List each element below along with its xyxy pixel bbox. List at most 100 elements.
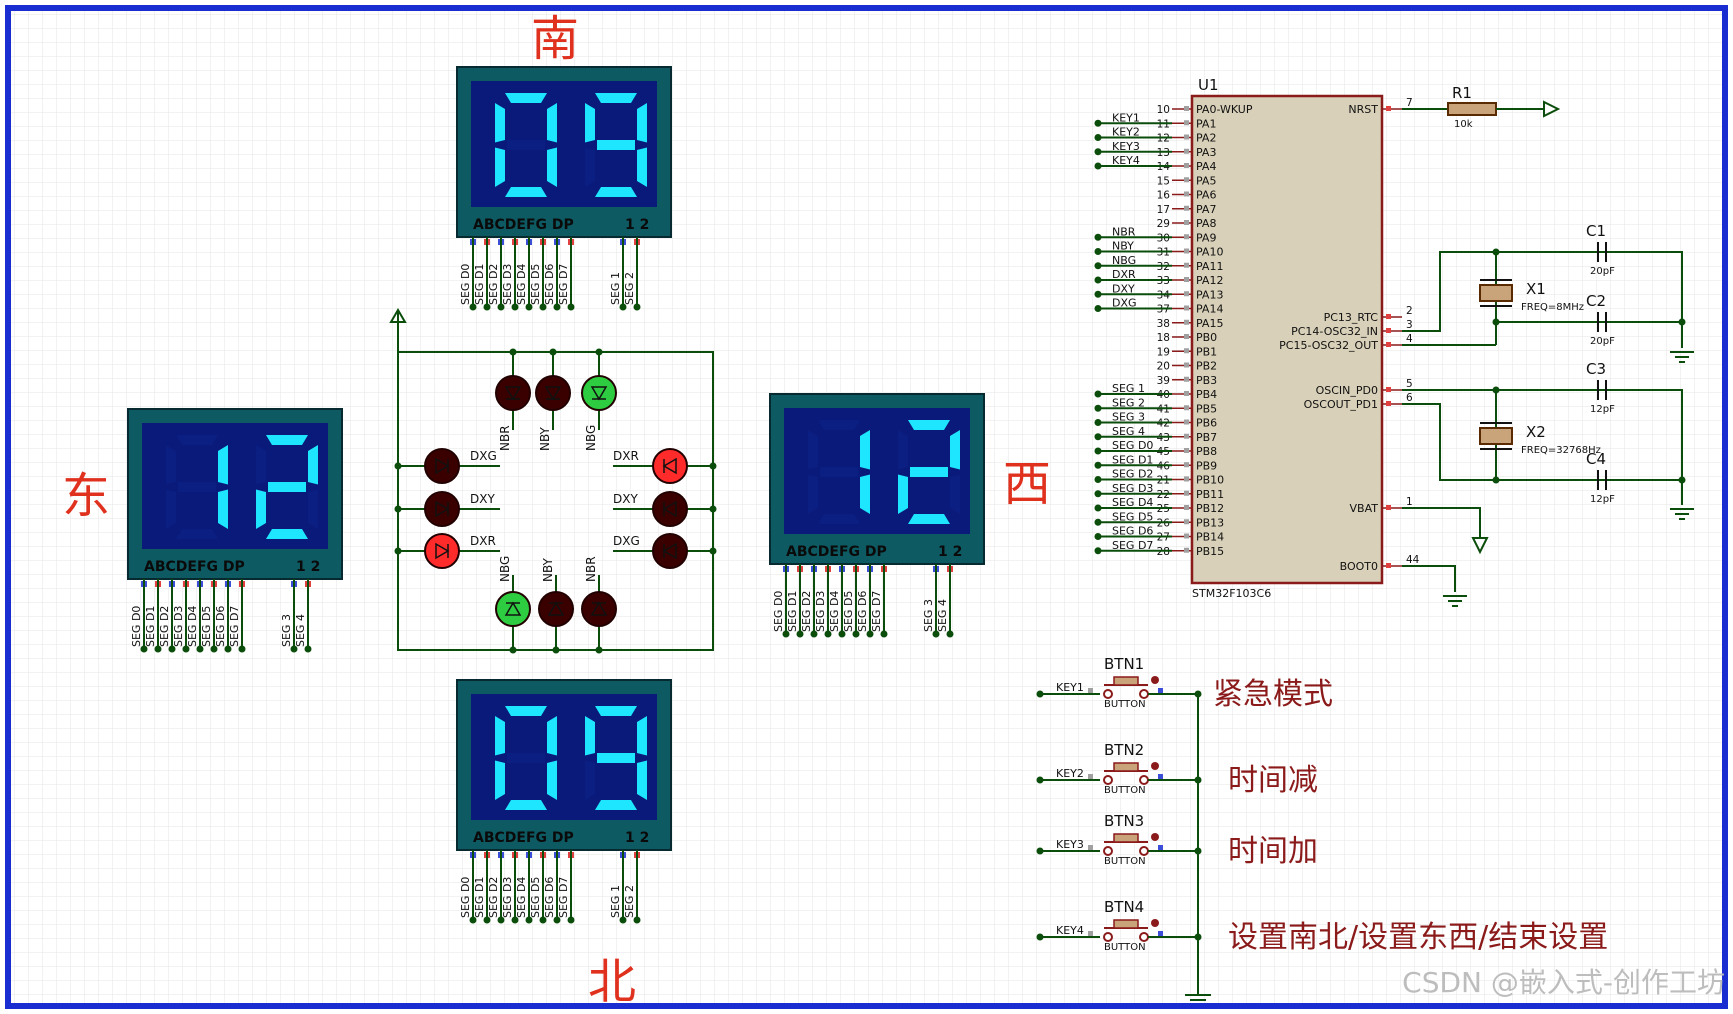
junction-dot [1094,233,1102,241]
junction-dot [525,303,533,311]
led-body [424,533,460,569]
display-pin-label: ABCDEFG DP [144,559,245,575]
segment-a [595,93,637,103]
pin-marker [1386,387,1391,392]
pin-net-label: SEG D4 [186,606,199,647]
led-net-label: DXY [613,492,638,506]
segment-c [218,489,228,529]
led-net-label: NBR [498,425,512,451]
mcu-pin-name: PA5 [1196,174,1216,187]
mcu-pin-name: PB2 [1196,360,1217,373]
junction-dot [1036,933,1044,941]
resistor-value: 10k [1454,119,1473,130]
pin-net-label: SEG D0 [459,264,472,305]
pin-marker [1184,277,1189,282]
segment-b [308,445,318,485]
direction-east-label: 东 [62,468,110,524]
junction-dot [1094,134,1102,141]
led-body [581,591,617,627]
pin-net-label: SEG D1 [473,264,486,305]
junction-dot [852,630,860,638]
junction-dot [553,916,561,924]
display-pin-label: ABCDEFG DP [473,217,574,233]
segment-d [505,187,547,197]
mcu-pin-name: PB11 [1196,488,1224,501]
mcu-net-label: SEG 3 [1112,411,1145,424]
capacitor-ref: C2 [1586,292,1606,310]
mcu-pin-name: PB1 [1196,345,1217,358]
crystal-ref: X1 [1526,280,1546,298]
segment-b [637,716,647,756]
junction-dot [1094,419,1102,426]
junction-dot [509,646,517,654]
segment-g [820,467,858,477]
pin-marker [1184,547,1189,553]
pin-net-label: SEG D1 [786,591,799,632]
segment-g [910,467,948,477]
pin-marker [1088,774,1093,779]
mcu-part: STM32F103C6 [1192,587,1271,600]
mcu-pin-number: 6 [1406,392,1413,404]
pin-net-label: SEG D0 [130,606,143,647]
pin-net-label: SEG D5 [529,264,542,305]
pin-marker [1184,505,1189,510]
diode-symbol [435,500,450,518]
junction-dot [1036,690,1044,698]
sheet-frame [5,5,1728,1009]
mcu-net-label: NBR [1112,225,1136,238]
pin-marker [1184,391,1189,396]
switch-contact [1139,775,1149,785]
led-net-label: DXY [470,492,495,506]
pin-marker [1184,205,1189,211]
pin-marker [1386,106,1391,111]
junction-dot [567,916,575,924]
mcu-pin-number: 16 [1157,190,1171,202]
switch-cap [1113,676,1139,686]
mcu-net-label: SEG D1 [1112,453,1153,466]
led-net-label: NBG [584,425,598,451]
button-type: BUTTON [1104,856,1146,867]
pin-marker [1158,774,1163,779]
junction-dot [567,303,575,311]
wire [1402,389,1683,478]
mcu-ref: U1 [1198,76,1219,94]
capacitor-ref: C3 [1586,360,1606,378]
segment-c [547,760,557,800]
led-nbg: NBG [581,375,617,451]
pin-marker [1386,563,1391,568]
diode-symbol [504,601,522,616]
pin-net-label: SEG D5 [529,877,542,918]
pin-marker [1184,177,1189,183]
junction-dot [1094,248,1102,255]
pin-marker [1184,120,1189,126]
button-net-label: KEY1 [1056,681,1084,694]
segment-g [597,140,635,150]
junction-dot [1094,461,1102,469]
pin-marker [1088,845,1093,850]
mcu-pin-name: PA3 [1196,146,1216,159]
button-ref: BTN4 [1104,898,1144,916]
junction-dot [1094,476,1102,483]
mcu-pin-name: PB3 [1196,374,1217,387]
mcu-net-label: SEG 1 [1112,382,1145,395]
junction-dot [1094,148,1102,156]
switch-cap [1113,919,1139,929]
mcu-pin-number: 5 [1406,378,1413,390]
button-description: 时间加 [1228,834,1318,869]
segment-f [898,430,908,470]
junction-dot [290,645,298,653]
mcu-pin-name: PB13 [1196,516,1224,529]
mcu-body [1190,94,1384,585]
pin-marker [1184,448,1189,453]
mcu-pin-name: NRST [1348,103,1378,116]
mcu-pin-name: PA0-WKUP [1196,103,1253,116]
pin-net-label: SEG D3 [501,877,514,918]
switch-contact [1103,846,1113,856]
